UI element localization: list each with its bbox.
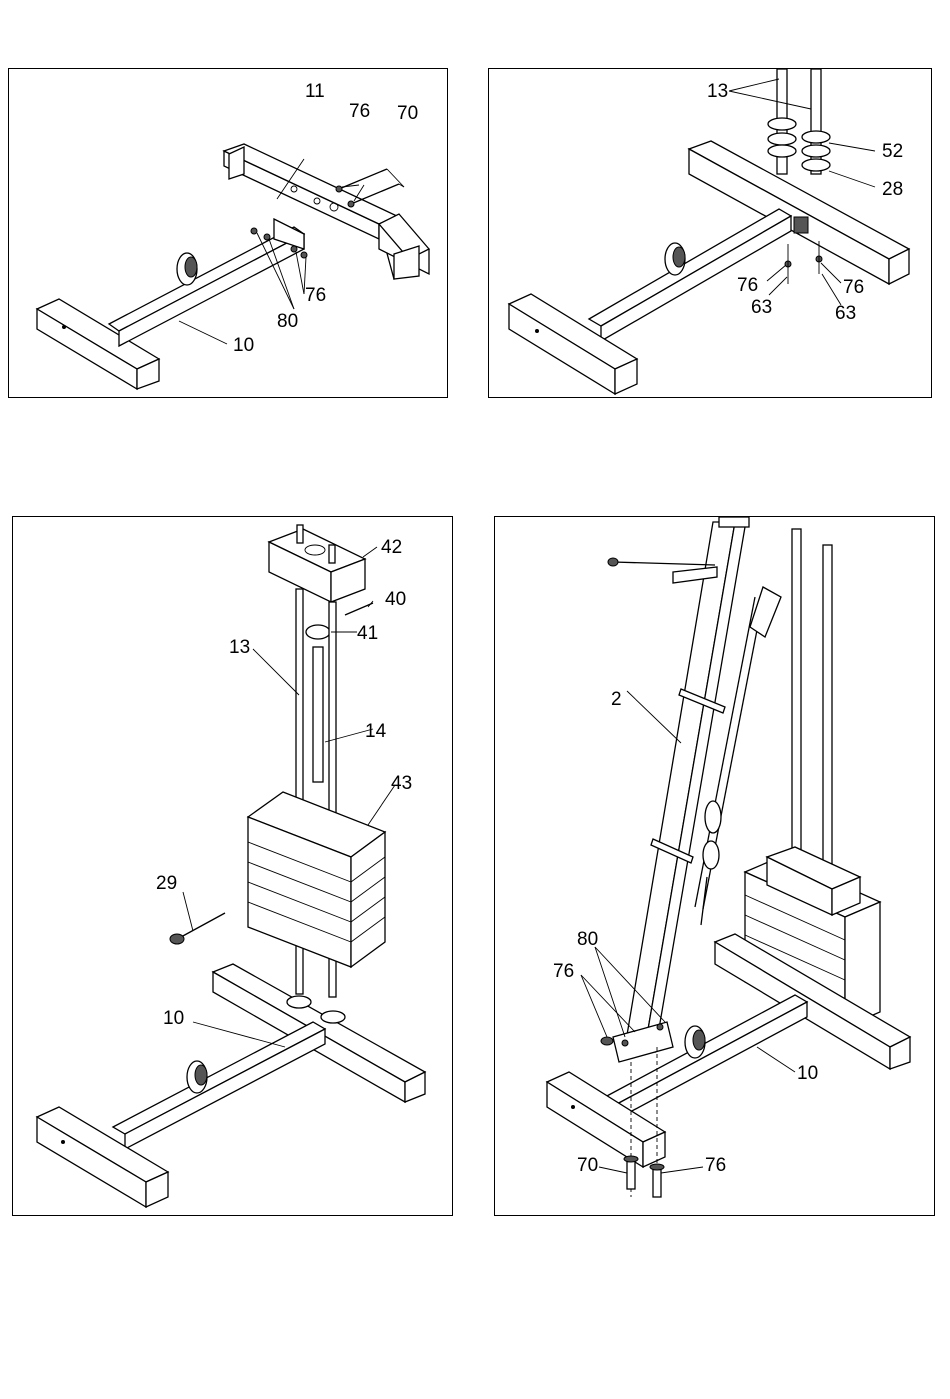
diagram-step-1: 11 76 70 76 80 10 — [9, 69, 446, 396]
label-13: 13 — [707, 81, 728, 102]
label-10: 10 — [233, 335, 254, 356]
panel-step-2: 13 52 28 76 63 76 63 — [488, 68, 932, 398]
label-80: 80 — [577, 929, 598, 950]
label-76-bottom: 76 — [705, 1155, 726, 1176]
top-plate — [269, 525, 365, 602]
guide-rod-right — [823, 545, 832, 880]
label-28: 28 — [882, 179, 903, 200]
label-76-right: 76 — [843, 277, 864, 298]
label-2: 2 — [611, 689, 622, 710]
bolt-70 — [627, 1159, 635, 1189]
label-52: 52 — [882, 141, 903, 162]
label-70: 70 — [577, 1155, 598, 1176]
panel-step-4: 2 80 76 10 70 76 — [494, 516, 935, 1216]
diagram-step-4: 2 80 76 10 70 76 — [495, 517, 933, 1214]
base-frame — [37, 964, 425, 1207]
panel-step-3: 42 40 41 13 14 43 29 10 — [12, 516, 453, 1216]
guide-rods — [768, 69, 830, 174]
pulley — [187, 1061, 207, 1093]
cable-arm — [613, 562, 715, 565]
main-beam — [109, 219, 304, 346]
label-10: 10 — [797, 1063, 818, 1084]
label-80: 80 — [277, 311, 298, 332]
label-63-right: 63 — [835, 303, 856, 324]
diagram-step-2: 13 52 28 76 63 76 63 — [489, 69, 930, 396]
label-11: 11 — [305, 81, 325, 102]
label-10: 10 — [163, 1008, 184, 1029]
selector-pin — [170, 913, 225, 944]
diagram-step-3: 42 40 41 13 14 43 29 10 — [13, 517, 451, 1214]
main-beam — [589, 209, 791, 341]
collar-41 — [306, 625, 330, 639]
label-41: 41 — [357, 623, 378, 644]
label-13: 13 — [229, 637, 250, 658]
selector-stem — [313, 647, 323, 782]
weight-stack — [248, 792, 385, 967]
bracket — [794, 217, 808, 233]
panel-step-1: 11 76 70 76 80 10 — [8, 68, 448, 398]
pulley — [665, 243, 685, 275]
label-76: 76 — [349, 101, 370, 122]
label-29: 29 — [156, 873, 177, 894]
label-76-lower: 76 — [305, 285, 326, 306]
label-40: 40 — [385, 589, 406, 610]
label-42: 42 — [381, 537, 402, 558]
pin-40 — [345, 603, 373, 615]
label-14: 14 — [365, 721, 387, 742]
label-43: 43 — [391, 773, 412, 794]
guide-rod-left — [792, 529, 801, 874]
bolt-70b — [653, 1167, 661, 1197]
label-70: 70 — [397, 103, 418, 124]
label-76-left: 76 — [737, 275, 758, 296]
label-63-left: 63 — [751, 297, 772, 318]
pulley — [177, 253, 197, 285]
label-76: 76 — [553, 961, 574, 982]
